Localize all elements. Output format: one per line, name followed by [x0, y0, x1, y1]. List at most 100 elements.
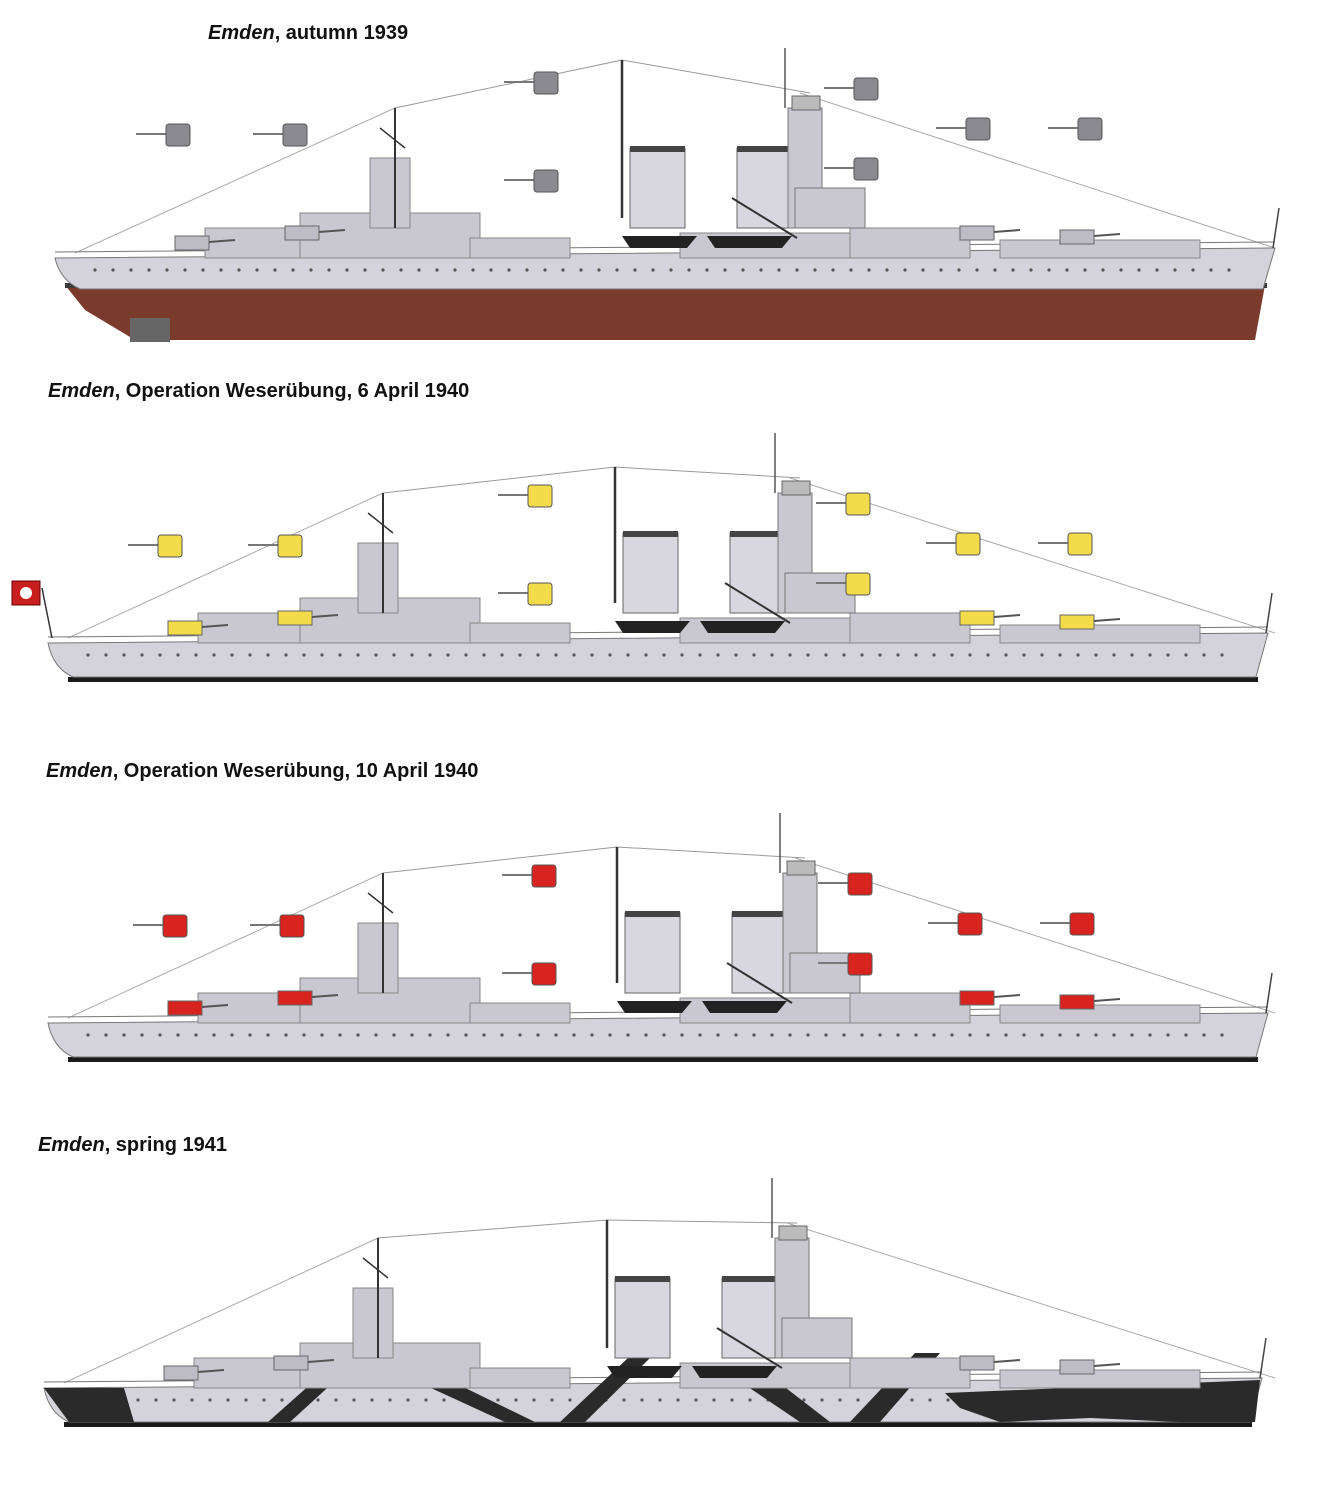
porthole	[280, 1398, 284, 1402]
caption-6-april-1940: Emden, Operation Weserübung, 6 April 194…	[48, 380, 469, 403]
porthole	[820, 1398, 824, 1402]
porthole	[914, 1033, 918, 1037]
porthole	[1076, 653, 1080, 657]
porthole	[316, 1398, 320, 1402]
porthole	[482, 1033, 486, 1037]
porthole	[1220, 1033, 1224, 1037]
porthole	[716, 653, 720, 657]
deck-gun	[959, 225, 995, 241]
gun-barrel	[1093, 233, 1121, 237]
porthole	[957, 268, 961, 272]
porthole	[1040, 653, 1044, 657]
porthole	[104, 653, 108, 657]
porthole	[658, 1398, 662, 1402]
gun-barrel	[311, 614, 339, 618]
caption-spring-1941: Emden, spring 1941	[38, 1134, 227, 1157]
porthole	[255, 268, 259, 272]
gun-barrel	[1093, 998, 1121, 1002]
deck-gun	[273, 1355, 309, 1371]
ship-name: Emden	[46, 760, 113, 782]
porthole	[320, 1033, 324, 1037]
porthole	[496, 1398, 500, 1402]
porthole	[1202, 653, 1206, 657]
porthole	[896, 1033, 900, 1037]
porthole	[248, 1033, 252, 1037]
porthole	[122, 1033, 126, 1037]
porthole	[262, 1398, 266, 1402]
porthole	[741, 268, 745, 272]
superstructure	[849, 227, 971, 259]
funnel-cap	[732, 911, 794, 917]
caption-autumn-1939: Emden, autumn 1939	[208, 22, 408, 45]
porthole	[424, 1398, 428, 1402]
mast-yard	[362, 1257, 389, 1279]
jackstaff	[1265, 972, 1273, 1014]
aft-control-station	[352, 1287, 394, 1359]
porthole	[1101, 268, 1105, 272]
ship-name: Emden	[48, 380, 115, 402]
porthole	[122, 653, 126, 657]
jackstaff	[1265, 592, 1273, 634]
turret-icon	[1077, 117, 1103, 141]
porthole	[597, 268, 601, 272]
porthole	[572, 1033, 576, 1037]
porthole	[338, 653, 342, 657]
porthole	[950, 1033, 954, 1037]
porthole	[633, 268, 637, 272]
boat	[707, 236, 792, 248]
porthole	[201, 268, 205, 272]
gun-barrel	[201, 624, 229, 628]
superstructure	[469, 622, 571, 644]
funnel-cap	[722, 1276, 784, 1282]
rigging-line	[606, 1219, 798, 1224]
ship-profile-spring-1941	[43, 1178, 1276, 1427]
mast-yard	[367, 892, 394, 914]
porthole	[356, 653, 360, 657]
porthole	[1209, 268, 1213, 272]
porthole	[626, 1033, 630, 1037]
porthole	[849, 268, 853, 272]
rigging-line	[67, 872, 384, 1019]
porthole	[1155, 268, 1159, 272]
funnel	[614, 1277, 671, 1359]
funnel-cap	[737, 146, 799, 152]
porthole	[590, 1033, 594, 1037]
caption-label: , spring 1941	[104, 1134, 227, 1156]
rigging-line	[67, 492, 384, 639]
porthole	[1184, 1033, 1188, 1037]
gun-barrel	[311, 994, 339, 998]
porthole	[464, 1033, 468, 1037]
porthole	[1094, 653, 1098, 657]
porthole	[676, 1398, 680, 1402]
porthole	[482, 653, 486, 657]
porthole	[230, 653, 234, 657]
deck-gun	[277, 610, 313, 626]
war-ensign	[11, 580, 41, 606]
superstructure	[999, 1004, 1201, 1024]
porthole	[86, 1033, 90, 1037]
porthole	[680, 1033, 684, 1037]
porthole	[320, 653, 324, 657]
porthole	[435, 268, 439, 272]
porthole	[500, 1033, 504, 1037]
gun-barrel	[201, 1004, 229, 1008]
porthole	[986, 653, 990, 657]
gun-barrel	[318, 229, 346, 233]
porthole	[921, 268, 925, 272]
porthole	[734, 653, 738, 657]
porthole	[226, 1398, 230, 1402]
turret-icon	[531, 962, 557, 986]
porthole	[93, 268, 97, 272]
porthole	[752, 653, 756, 657]
porthole	[525, 268, 529, 272]
porthole	[856, 1398, 860, 1402]
porthole	[939, 268, 943, 272]
funnel-cap	[730, 531, 792, 537]
boat-crane	[731, 197, 798, 239]
boat-crane	[724, 582, 791, 624]
porthole	[381, 268, 385, 272]
rigging-line	[377, 1219, 608, 1239]
porthole	[698, 653, 702, 657]
porthole	[374, 1033, 378, 1037]
mast-yard	[379, 127, 406, 149]
